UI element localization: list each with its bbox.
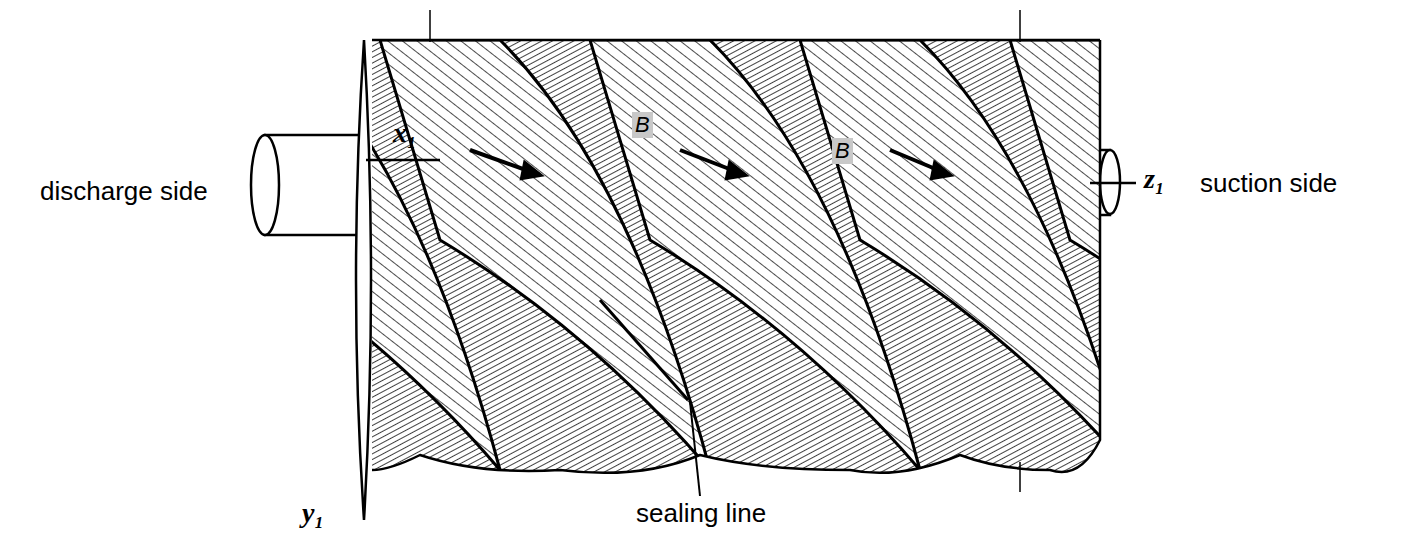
point-label: B [832, 138, 853, 164]
side-label: suction side [1200, 168, 1337, 199]
callout-label: sealing line [636, 498, 766, 529]
side-label: discharge side [40, 176, 208, 207]
axis-label: x₁ [393, 116, 417, 150]
point-label: B [632, 112, 653, 138]
axis-label: z₁ [1144, 162, 1165, 196]
axis-label: y₁ [302, 496, 324, 530]
